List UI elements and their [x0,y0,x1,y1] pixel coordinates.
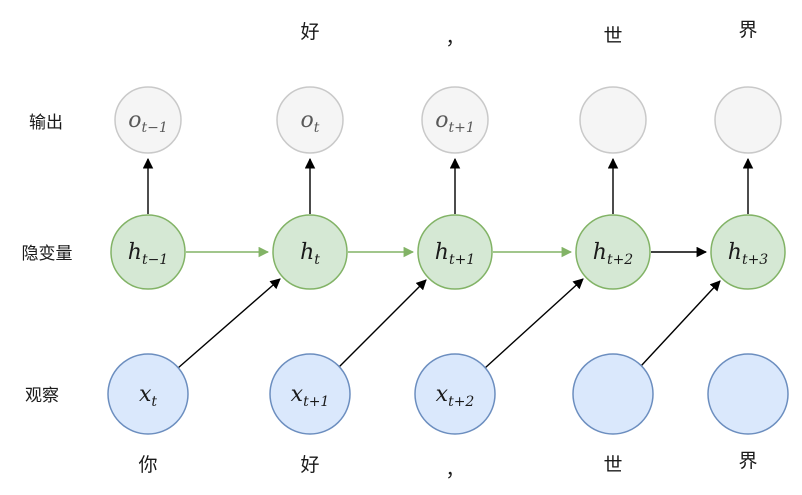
observation-node-0 [107,353,189,435]
top-label-col5: 界 [738,19,757,41]
output-label-base-1: o [301,108,314,133]
top-label-col4: 世 [603,25,622,47]
output-label-base-0: o [128,108,141,133]
hidden-node-2 [417,214,493,290]
output-label-sub-2: t+1 [448,120,474,136]
output-node-label-0: ot−1 [128,108,168,136]
hidden-label-base-0: h [128,240,142,265]
hidden-label-base-2: h [435,240,449,265]
output-node-label-1: ot [301,108,320,136]
observation-label-base-0: x [139,382,152,407]
observation-label-sub-0: t [151,394,157,410]
bottom-label-col5: 界 [738,450,757,472]
bottom-label-col3: ， [445,459,464,481]
hidden-node-4 [710,214,786,290]
observation-label-sub-1: t+1 [303,394,329,410]
hidden-node-label-4: ht+3 [728,240,769,268]
observation-node-4 [707,353,789,435]
observation-label-base-1: x [291,382,304,407]
observation-node-2 [414,353,496,435]
row-label-observation: 观察 [25,386,59,406]
observation-node-label-2: xt+2 [436,382,475,410]
observation-node-label-0: xt [139,382,157,410]
observation-node-1 [269,353,351,435]
output-label-sub-0: t−1 [141,120,167,136]
observation-label-sub-2: t+2 [448,394,474,410]
arrow-obs-to-hidden-3 [640,280,721,367]
hidden-node-label-3: ht+2 [593,240,634,268]
arrow-obs-to-hidden-1 [338,279,427,368]
hidden-label-base-1: h [300,240,314,265]
hidden-label-base-4: h [728,240,742,265]
output-node-2 [421,86,489,154]
row-label-hidden: 隐变量 [22,244,73,264]
bottom-label-col2: 好 [300,454,319,476]
output-node-4 [714,86,782,154]
bottom-label-col1: 你 [138,454,157,476]
arrow-obs-to-hidden-2 [484,278,584,369]
output-node-3 [579,86,647,154]
hidden-node-1 [272,214,348,290]
hidden-label-sub-4: t+3 [742,252,768,268]
hidden-node-label-1: ht [300,240,320,268]
arrow-obs-to-hidden-0 [177,278,281,369]
hidden-node-3 [575,214,651,290]
top-label-col2: 好 [300,21,319,43]
observation-node-label-1: xt+1 [291,382,330,410]
hidden-label-sub-0: t−1 [142,252,168,268]
hidden-label-base-3: h [593,240,607,265]
observation-label-base-2: x [436,382,449,407]
hidden-label-sub-1: t [314,252,320,268]
hidden-label-sub-3: t+2 [607,252,633,268]
hidden-node-label-2: ht+1 [435,240,475,268]
bottom-label-col4: 世 [603,454,622,476]
output-node-label-2: ot+1 [435,108,475,136]
hidden-node-label-0: ht−1 [128,240,168,268]
top-label-col3: ， [445,27,464,49]
row-label-output: 输出 [29,113,63,133]
output-node-0 [114,86,182,154]
output-label-sub-1: t [314,120,320,136]
observation-node-3 [572,353,654,435]
output-node-1 [276,86,344,154]
hidden-label-sub-2: t+1 [449,252,475,268]
hidden-node-0 [110,214,186,290]
output-label-base-2: o [435,108,448,133]
